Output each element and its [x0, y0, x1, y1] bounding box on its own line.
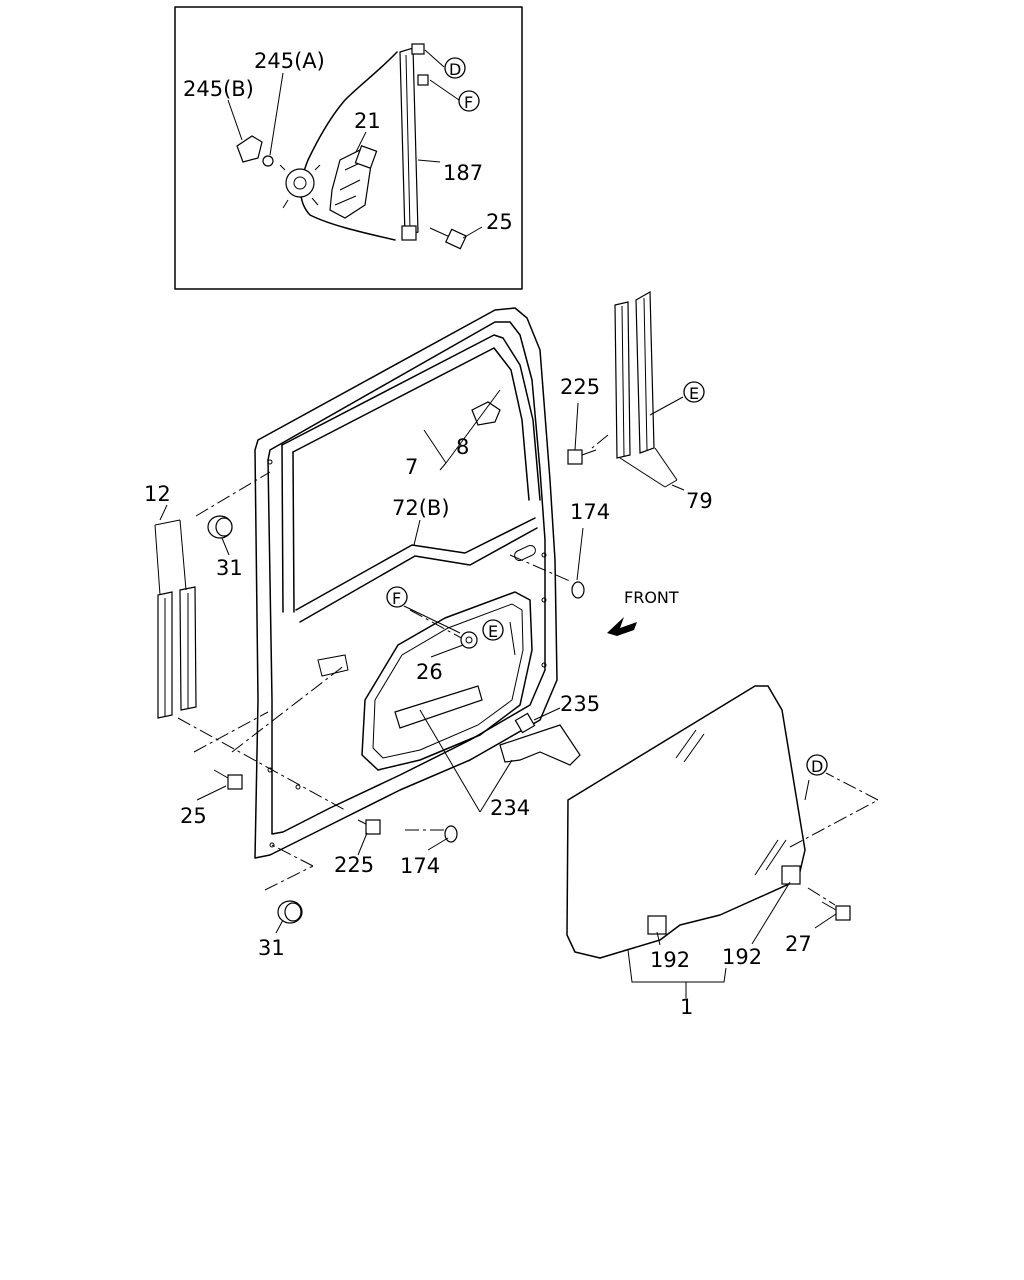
glass-clip-192-right — [781, 865, 801, 885]
inset-frame — [174, 6, 523, 290]
bolt-225-top — [567, 449, 597, 465]
label-192-left: 192 — [650, 948, 690, 972]
fasteners — [207, 449, 851, 924]
ref-circle-d-glass — [806, 754, 828, 776]
clip-245a — [262, 155, 274, 167]
label-79: 79 — [686, 489, 713, 513]
label-234: 234 — [490, 796, 530, 820]
bolt-225-bottom — [357, 819, 381, 835]
part-labels: 225 79 7 8 12 31 72(B) 174 26 235 234 25… — [144, 375, 812, 1019]
label-245b: 245(B) — [183, 77, 254, 101]
door-glass-1 — [566, 685, 806, 959]
label-31-bottom: 31 — [258, 936, 285, 960]
door-inner-panel — [267, 321, 546, 835]
bolt-235 — [514, 712, 536, 734]
regulator-drum — [285, 168, 315, 198]
label-25-inset: 25 — [486, 210, 513, 234]
ref-e-mid-label: E — [488, 622, 498, 641]
door-panel — [254, 307, 558, 859]
label-1: 1 — [680, 995, 693, 1019]
ref-e-right-label: E — [689, 384, 699, 403]
lock-8 — [471, 401, 501, 426]
bracket-234-inner — [394, 685, 483, 729]
ref-circle-f-mid — [386, 586, 408, 608]
label-72b: 72(B) — [392, 496, 450, 520]
label-25-bottom: 25 — [180, 804, 207, 828]
door-outer-skin — [254, 307, 558, 859]
regulator-rail — [399, 47, 419, 237]
ref-circle-e-right — [683, 381, 705, 403]
label-12: 12 — [144, 482, 171, 506]
rear-channel-12 — [154, 519, 197, 719]
plug-174-top — [571, 581, 585, 599]
beltline-72b — [295, 517, 536, 611]
label-8: 8 — [456, 435, 469, 459]
front-arrow-icon — [607, 617, 637, 636]
label-174-top: 174 — [570, 500, 610, 524]
attachment-lines — [177, 434, 879, 906]
bolt-27 — [821, 901, 851, 921]
grommet-31-top — [207, 515, 233, 539]
label-245a: 245(A) — [254, 49, 325, 73]
glass-run-channel — [281, 334, 541, 501]
label-7: 7 — [405, 455, 418, 479]
ref-f-inset-label: F — [464, 93, 473, 112]
ref-circle-e-mid — [482, 619, 504, 641]
regulator-inset: D F 245(A) 245(B) 21 187 25 — [174, 6, 523, 290]
label-21: 21 — [354, 109, 381, 133]
glass-outline — [566, 685, 806, 959]
nut-26 — [460, 631, 478, 649]
label-192-right: 192 — [722, 945, 762, 969]
regulator-cable — [300, 51, 398, 241]
ref-d-glass-label: D — [811, 757, 823, 776]
front-label: FRONT — [624, 588, 679, 607]
front-channel-79 — [614, 290, 678, 488]
label-225-top: 225 — [560, 375, 600, 399]
ref-circle-d-inset — [444, 57, 466, 79]
label-27: 27 — [785, 932, 812, 956]
label-31-top: 31 — [216, 556, 243, 580]
label-235: 235 — [560, 692, 600, 716]
plug-174-bottom — [444, 825, 458, 843]
grommet-31-bottom — [277, 900, 303, 924]
label-26: 26 — [416, 660, 443, 684]
glass-clip-192-left — [647, 915, 667, 935]
label-225-bottom: 225 — [334, 853, 374, 877]
label-174-bottom: 174 — [400, 854, 440, 878]
bracket-234-outer — [499, 724, 581, 766]
bolt-25-inset — [429, 227, 468, 250]
label-187: 187 — [443, 161, 483, 185]
ref-circle-f-inset — [458, 90, 480, 112]
front-direction-indicator: FRONT — [607, 588, 679, 636]
leader-lines — [159, 389, 837, 998]
bolt-25-bottom — [213, 769, 243, 790]
ref-f-mid-label: F — [392, 589, 401, 608]
ref-d-inset-label: D — [449, 60, 461, 79]
clip-245b — [236, 135, 263, 163]
